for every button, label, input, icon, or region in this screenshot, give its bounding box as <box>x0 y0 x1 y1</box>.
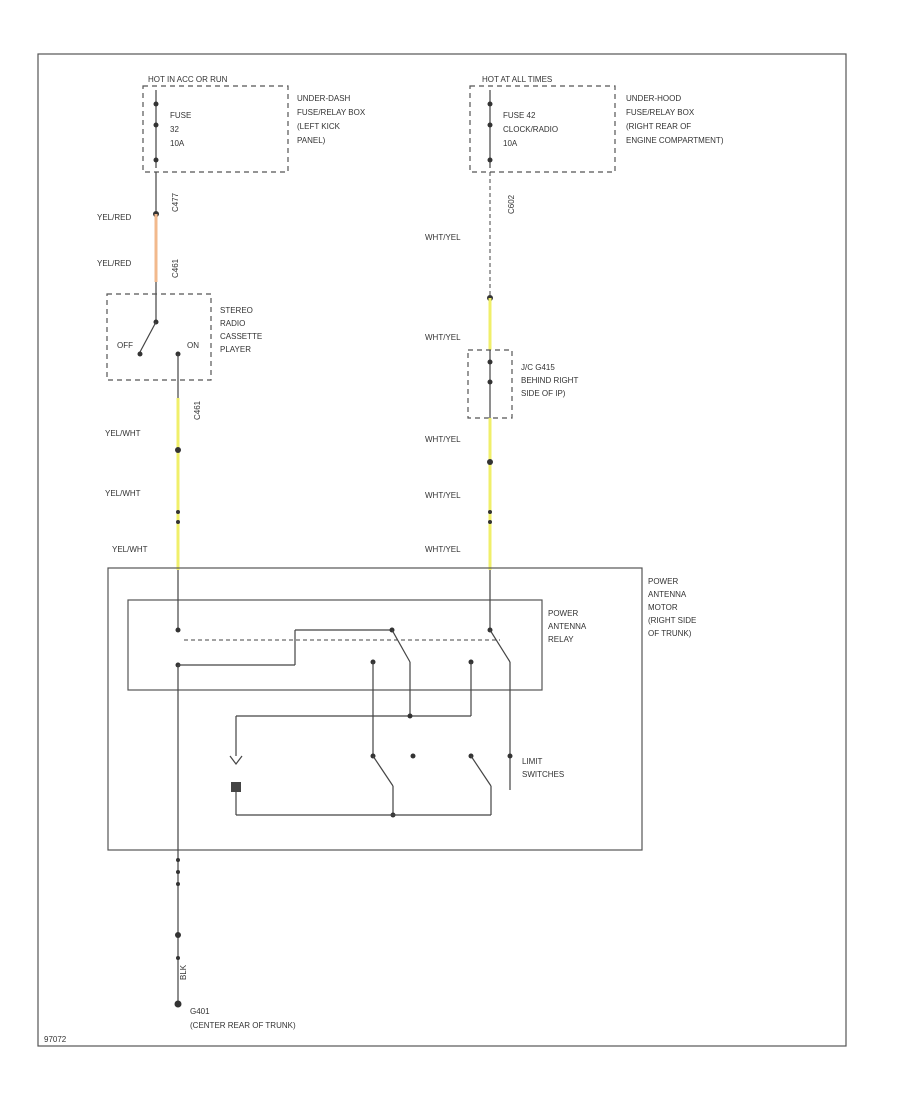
fuse-right-sub: CLOCK/RADIO <box>503 125 558 134</box>
wire-label-yel-red-1: YEL/RED <box>97 213 131 222</box>
wire-label-yel-red-2: YEL/RED <box>97 259 131 268</box>
motor-label-1: POWER <box>648 577 678 586</box>
fuse-left-label: FUSE <box>170 111 191 120</box>
fuse-right-location-3: (RIGHT REAR OF <box>626 122 691 131</box>
fuse-right-location-4: ENGINE COMPARTMENT) <box>626 136 724 145</box>
fuse-left-location-1: UNDER-DASH <box>297 94 351 103</box>
motor-label-3: MOTOR <box>648 603 678 612</box>
motor-label-2: ANTENNA <box>648 590 687 599</box>
diagram-frame <box>37 53 847 1047</box>
power-antenna-relay: POWER ANTENNA RELAY <box>127 570 587 790</box>
figure-code: 97072 <box>44 1035 67 1044</box>
fuse-right-location-2: FUSE/RELAY BOX <box>626 108 695 117</box>
radio-label-4: PLAYER <box>220 345 251 354</box>
wire-label-yel-wht-3: YEL/WHT <box>112 545 148 554</box>
limit-label-1: LIMIT <box>522 757 543 766</box>
motor-symbol <box>229 755 243 815</box>
fuse-right-location-1: UNDER-HOOD <box>626 94 681 103</box>
fuse-right-rating: 10A <box>503 139 518 148</box>
motor-label-5: OF TRUNK) <box>648 629 692 638</box>
relay-label-1: POWER <box>548 609 578 618</box>
ground-label-2: (CENTER REAR OF TRUNK) <box>190 1021 296 1030</box>
fuse-box-left: HOT IN ACC OR RUN FUSE 32 10A UNDER-DASH… <box>142 75 366 173</box>
limit-label-2: SWITCHES <box>522 770 564 779</box>
right-circuit: C602 WHT/YEL WHT/YEL <box>425 172 516 350</box>
fuse-left-rating: 10A <box>170 139 185 148</box>
stereo-radio-cassette-player: OFF ON STEREO RADIO CASSETTE PLAYER <box>106 293 262 381</box>
fuse-box-right: HOT AT ALL TIMES FUSE 42 CLOCK/RADIO 10A… <box>469 75 724 173</box>
connector-c4: C602 <box>507 194 516 214</box>
motor-label-4: (RIGHT SIDE <box>648 616 696 625</box>
left-circuit: C477 YEL/RED YEL/RED C461 <box>97 172 180 300</box>
jc-label-1: J/C G415 <box>521 363 555 372</box>
ground-circuit: BLK G401 (CENTER REAR OF TRUNK) <box>174 665 296 1030</box>
jc-label-3: SIDE OF IP) <box>521 389 566 398</box>
radio-label-3: CASSETTE <box>220 332 262 341</box>
connector-c3: C461 <box>193 400 202 420</box>
radio-label-2: RADIO <box>220 319 245 328</box>
fuse-left-header: HOT IN ACC OR RUN <box>148 75 228 84</box>
relay-label-3: RELAY <box>548 635 574 644</box>
connector-c2: C461 <box>171 258 180 278</box>
wire-label-yel-wht-1: YEL/WHT <box>105 429 141 438</box>
fuse-left-location-2: FUSE/RELAY BOX <box>297 108 366 117</box>
wire-label-wht-yel-4: WHT/YEL <box>425 491 461 500</box>
ground-label-1: G401 <box>190 1007 210 1016</box>
right-circuit-lower: WHT/YEL WHT/YEL WHT/YEL <box>425 418 493 570</box>
connector-c1: C477 <box>171 192 180 212</box>
wire-label-yel-wht-2: YEL/WHT <box>105 489 141 498</box>
wire-label-blk: BLK <box>179 964 188 980</box>
fuse-right-label: FUSE 42 <box>503 111 536 120</box>
radio-off-label: OFF <box>117 341 133 350</box>
fuse-right-header: HOT AT ALL TIMES <box>482 75 552 84</box>
left-circuit-lower: C461 YEL/WHT YEL/WHT YEL/WHT <box>105 380 202 570</box>
relay-label-2: ANTENNA <box>548 622 587 631</box>
wire-label-wht-yel-5: WHT/YEL <box>425 545 461 554</box>
fuse-left-location-4: PANEL) <box>297 136 326 145</box>
wire-label-wht-yel-3: WHT/YEL <box>425 435 461 444</box>
radio-label-1: STEREO <box>220 306 253 315</box>
jc-label-2: BEHIND RIGHT <box>521 376 578 385</box>
wire-label-wht-yel-2: WHT/YEL <box>425 333 461 342</box>
junction-connector-g415: J/C G415 BEHIND RIGHT SIDE OF IP) <box>467 349 578 419</box>
fuse-left-number: 32 <box>170 125 179 134</box>
power-antenna-motor: POWER ANTENNA MOTOR (RIGHT SIDE OF TRUNK… <box>107 567 696 851</box>
radio-on-label: ON <box>187 341 199 350</box>
limit-switches: LIMIT SWITCHES <box>236 753 564 818</box>
fuse-left-location-3: (LEFT KICK <box>297 122 341 131</box>
wire-label-wht-yel-1: WHT/YEL <box>425 233 461 242</box>
